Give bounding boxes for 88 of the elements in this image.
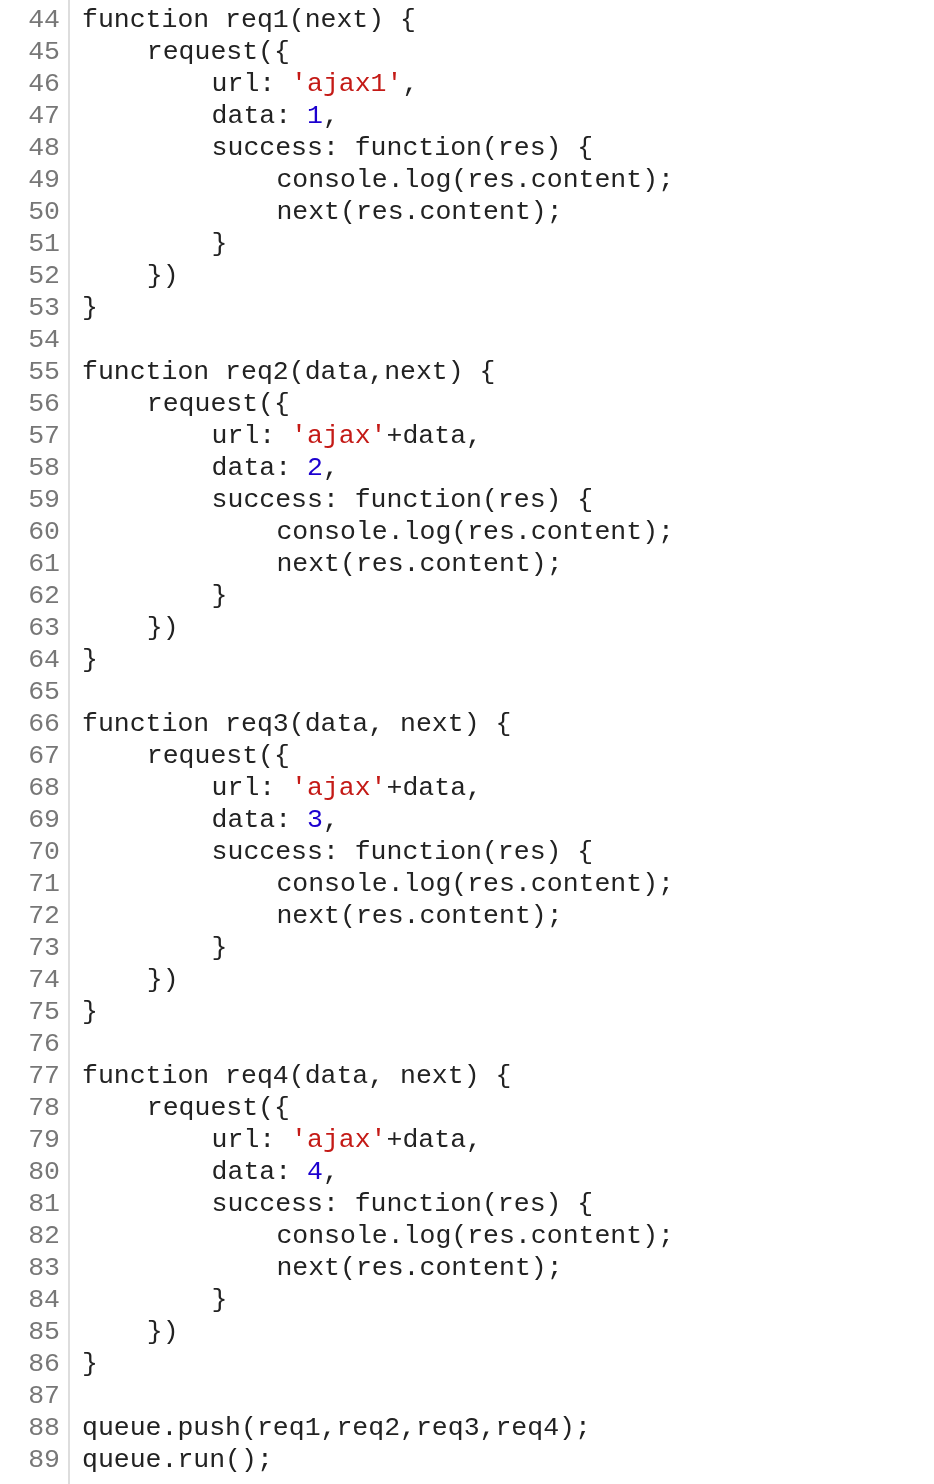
- code-line: request({: [146, 388, 290, 420]
- line-number: 51: [27, 228, 60, 260]
- line-number: 60: [27, 516, 60, 548]
- code-line: url: 'ajax'+data,: [211, 1124, 482, 1156]
- code-line: console.log(res.content);: [276, 1220, 674, 1252]
- code-line: }: [82, 292, 98, 324]
- code-line: success: function(res) {: [211, 484, 594, 516]
- line-number: 82: [27, 1220, 60, 1252]
- line-number: 44: [27, 4, 60, 36]
- line-number: 45: [27, 36, 60, 68]
- line-number: 49: [27, 164, 60, 196]
- code-line: success: function(res) {: [211, 132, 594, 164]
- code-line: console.log(res.content);: [276, 868, 674, 900]
- code-line: queue.push(req1,req2,req3,req4);: [82, 1412, 591, 1444]
- code-line: data: 3,: [211, 804, 339, 836]
- line-number: 59: [27, 484, 60, 516]
- code-line: }: [82, 1348, 98, 1380]
- code-line: url: 'ajax'+data,: [211, 420, 482, 452]
- line-number: 55: [27, 356, 60, 388]
- code-line: console.log(res.content);: [276, 164, 674, 196]
- code-line: function req1(next) {: [82, 4, 416, 36]
- code-line: }: [211, 932, 228, 964]
- line-number: 84: [27, 1284, 60, 1316]
- line-number: 61: [27, 548, 60, 580]
- code-line: queue.run();: [82, 1444, 273, 1476]
- line-number: 46: [27, 68, 60, 100]
- line-number: 65: [27, 676, 60, 708]
- line-number: 64: [27, 644, 60, 676]
- line-number: 74: [27, 964, 60, 996]
- code-line: function req2(data,next) {: [82, 356, 496, 388]
- line-number: 86: [27, 1348, 60, 1380]
- line-number: 62: [27, 580, 60, 612]
- line-number: 76: [27, 1028, 60, 1060]
- code-line: request({: [146, 740, 290, 772]
- line-number: 85: [27, 1316, 60, 1348]
- line-number: 57: [27, 420, 60, 452]
- code-line: function req3(data, next) {: [82, 708, 512, 740]
- line-number: 72: [27, 900, 60, 932]
- code-line: }): [146, 964, 179, 996]
- code-line: function req4(data, next) {: [82, 1060, 512, 1092]
- line-number: 58: [27, 452, 60, 484]
- code-line: success: function(res) {: [211, 836, 594, 868]
- code-line: console.log(res.content);: [276, 516, 674, 548]
- line-number: 88: [27, 1412, 60, 1444]
- code-line: request({: [146, 36, 290, 68]
- code-line: next(res.content);: [276, 1252, 563, 1284]
- line-number: 47: [27, 100, 60, 132]
- code-line: }: [82, 996, 98, 1028]
- line-number: 70: [27, 836, 60, 868]
- line-number: 68: [27, 772, 60, 804]
- code-line: url: 'ajax1',: [211, 68, 419, 100]
- code-line: }): [146, 612, 179, 644]
- code-line: }: [211, 1284, 228, 1316]
- line-number: 52: [27, 260, 60, 292]
- line-number: 50: [27, 196, 60, 228]
- code-line: }): [146, 260, 179, 292]
- line-number: 77: [27, 1060, 60, 1092]
- code-line: }: [211, 580, 228, 612]
- line-number: 79: [27, 1124, 60, 1156]
- line-number: 73: [27, 932, 60, 964]
- line-number: 89: [27, 1444, 60, 1476]
- line-number: 53: [27, 292, 60, 324]
- line-number: 81: [27, 1188, 60, 1220]
- line-number: 71: [27, 868, 60, 900]
- line-number: 63: [27, 612, 60, 644]
- line-number: 78: [27, 1092, 60, 1124]
- code-line: next(res.content);: [276, 900, 563, 932]
- line-number: 54: [27, 324, 60, 356]
- code-line: url: 'ajax'+data,: [211, 772, 482, 804]
- line-number: 48: [27, 132, 60, 164]
- line-number: 75: [27, 996, 60, 1028]
- code-line: data: 4,: [211, 1156, 339, 1188]
- line-number: 66: [27, 708, 60, 740]
- line-number: 69: [27, 804, 60, 836]
- line-number: 56: [27, 388, 60, 420]
- line-number: 67: [27, 740, 60, 772]
- code-line: success: function(res) {: [211, 1188, 594, 1220]
- code-line: }): [146, 1316, 179, 1348]
- line-number: 80: [27, 1156, 60, 1188]
- code-line: request({: [146, 1092, 290, 1124]
- code-line: }: [82, 644, 98, 676]
- code-line: data: 1,: [211, 100, 339, 132]
- code-line: next(res.content);: [276, 548, 563, 580]
- line-number: 87: [27, 1380, 60, 1412]
- line-number: 83: [27, 1252, 60, 1284]
- code-line: data: 2,: [211, 452, 339, 484]
- code-line: next(res.content);: [276, 196, 563, 228]
- code-line: }: [211, 228, 228, 260]
